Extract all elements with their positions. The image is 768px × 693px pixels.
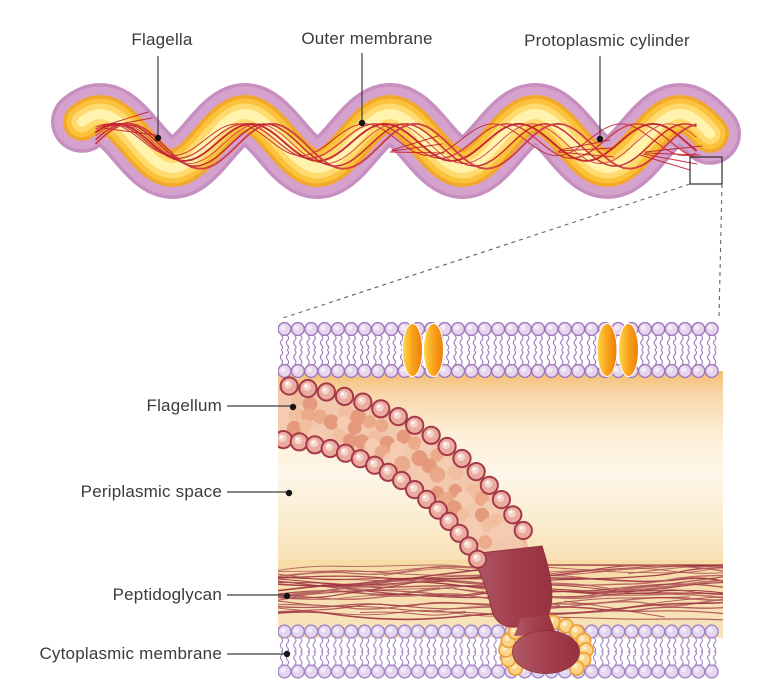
label-flagellum: Flagellum [146, 396, 222, 415]
label-flagella: Flagella [131, 30, 193, 49]
spirochete-overview [51, 83, 741, 199]
outer-membrane-bilayer [278, 318, 723, 379]
flagellum-bead-rows [278, 376, 533, 569]
leader-lines [154, 53, 604, 658]
membrane-proteins [402, 323, 639, 377]
cross-section-panel [278, 318, 723, 679]
label-protoplasmic-cylinder: Protoplasmic cylinder [524, 31, 690, 50]
label-periplasmic-space: Periplasmic space [80, 482, 222, 501]
flagellum-tube [278, 387, 528, 574]
label-cytoplasmic-membrane: Cytoplasmic membrane [39, 644, 222, 663]
label-peptidoglycan: Peptidoglycan [112, 585, 222, 604]
zoom-box-and-dashed-lines [282, 156, 723, 319]
flagellum-basal-body [470, 545, 594, 676]
label-outer-membrane: Outer membrane [301, 29, 433, 48]
